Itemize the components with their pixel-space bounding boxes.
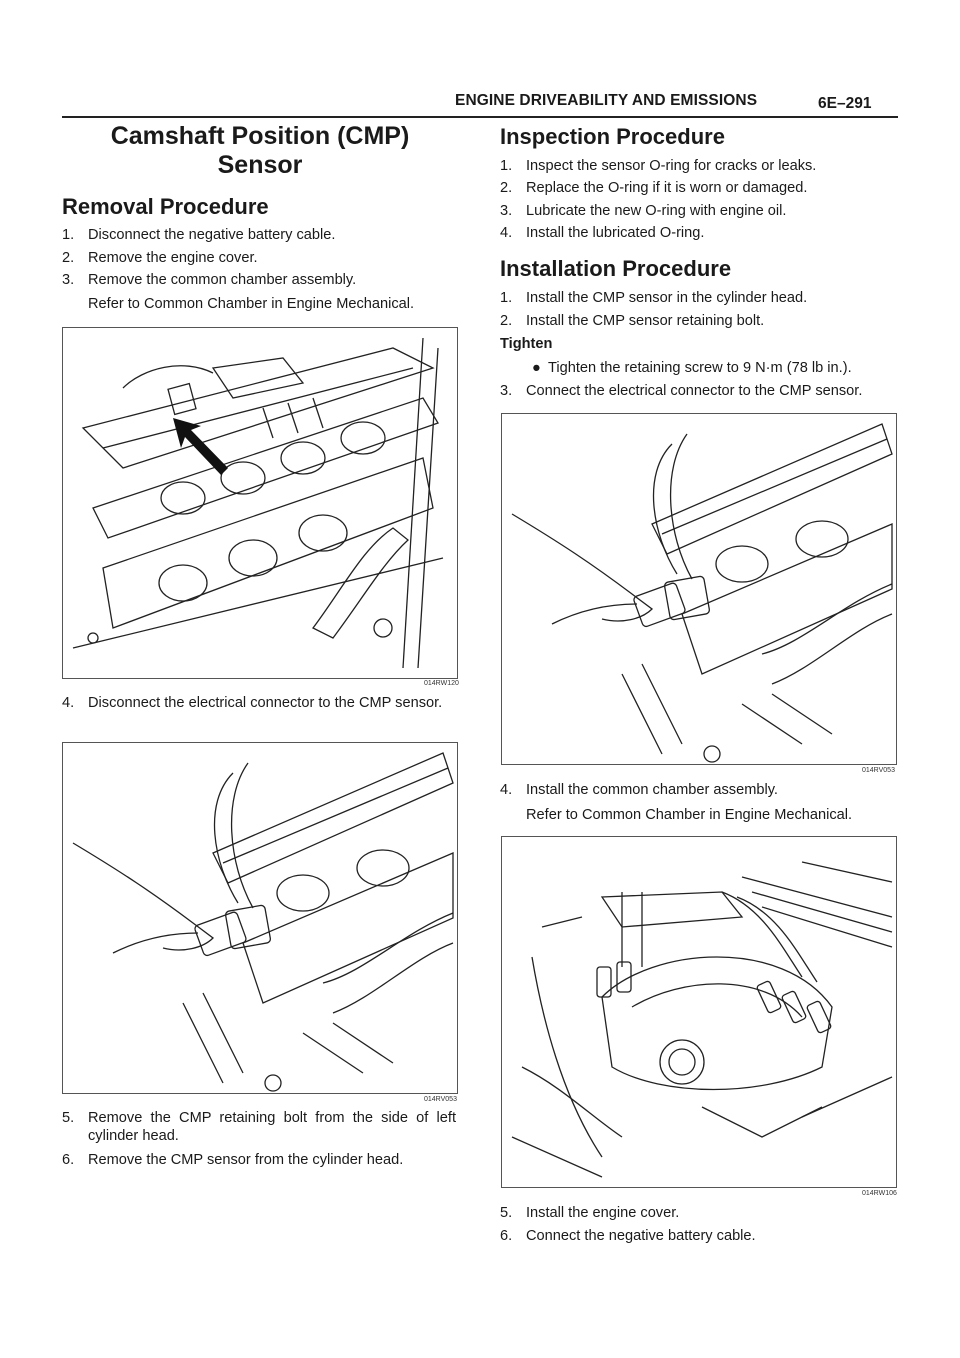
step-text: Inspect the sensor O-ring for cracks or …	[526, 158, 817, 174]
step-number: 3.	[500, 203, 513, 219]
step-number: 4.	[500, 225, 513, 241]
step-number: 2.	[500, 180, 513, 196]
step-number: 1.	[500, 158, 513, 174]
step-number: 3.	[500, 383, 513, 399]
section-title: Camshaft Position (CMP) Sensor	[62, 122, 458, 180]
step-text: Replace the O-ring if it is worn or dama…	[526, 180, 808, 196]
step-text: Remove the CMP sensor from the cylinder …	[88, 1152, 404, 1168]
installation-step-6: 6. Connect the negative battery cable.	[500, 1227, 756, 1245]
installation-step-2: 2. Install the CMP sensor retaining bolt.	[500, 312, 764, 330]
removal-step-2: 2. Remove the engine cover.	[62, 249, 258, 267]
step-text: Install the engine cover.	[526, 1205, 680, 1221]
tighten-spec-text: Tighten the retaining screw to 9 N·m (78…	[548, 360, 852, 376]
step-number: 4.	[62, 695, 75, 711]
figure-3-id: 014RV053	[862, 767, 895, 774]
figure-4-id: 014RW106	[862, 1190, 897, 1197]
removal-step-3: 3. Remove the common chamber assembly.	[62, 271, 356, 289]
step-number: 4.	[500, 782, 513, 798]
inspection-heading: Inspection Procedure	[500, 124, 725, 149]
step-text: Install the CMP sensor retaining bolt.	[526, 313, 765, 329]
step-text: Install the CMP sensor in the cylinder h…	[526, 290, 808, 306]
figure-2-id: 014RV053	[424, 1096, 457, 1103]
installation-step-3: 3. Connect the electrical connector to th…	[500, 382, 862, 400]
step-text: Disconnect the negative battery cable.	[88, 227, 336, 243]
figure-connector-removal	[62, 742, 458, 1094]
installation-heading: Installation Procedure	[500, 256, 732, 281]
page-number: 6E–291	[818, 95, 872, 112]
removal-step-1: 1. Disconnect the negative battery cable.	[62, 226, 335, 244]
common-chamber-illustration	[511, 861, 893, 1178]
step-number: 5.	[500, 1205, 513, 1221]
removal-step-5: 5. Remove the CMP retaining bolt from the…	[62, 1109, 456, 1145]
figure-connector-install	[501, 413, 897, 765]
running-header-title: ENGINE DRIVEABILITY AND EMISSIONS	[455, 92, 758, 109]
tighten-spec: ● Tighten the retaining screw to 9 N·m (7…	[532, 359, 852, 377]
removal-step-4: 4. Disconnect the electrical connector to…	[62, 694, 456, 712]
step-number: 1.	[500, 290, 513, 306]
figure-engine-top-view	[62, 327, 458, 679]
installation-step-5: 5. Install the engine cover.	[500, 1204, 679, 1222]
step-text: Install the lubricated O-ring.	[526, 225, 705, 241]
installation-step-1: 1. Install the CMP sensor in the cylinder…	[500, 289, 807, 307]
step-text: Install the common chamber assembly.	[526, 782, 778, 798]
header-rule	[62, 116, 898, 118]
figure-common-chamber	[501, 836, 897, 1188]
inspection-step-1: 1. Inspect the sensor O-ring for cracks o…	[500, 157, 816, 175]
bullet-icon: ●	[532, 360, 541, 376]
step-text: Disconnect the electrical connector to t…	[88, 695, 443, 711]
tighten-label: Tighten	[500, 336, 553, 352]
figure-1-id: 014RW120	[424, 680, 459, 687]
step-text: Connect the electrical connector to the …	[526, 383, 863, 399]
installation-step-4-note: Refer to Common Chamber in Engine Mechan…	[526, 807, 853, 823]
step-number: 6.	[500, 1228, 513, 1244]
inspection-step-4: 4. Install the lubricated O-ring.	[500, 224, 704, 242]
removal-step-6: 6. Remove the CMP sensor from the cylinde…	[62, 1151, 403, 1169]
step-text: Remove the CMP retaining bolt from the s…	[88, 1110, 456, 1144]
removal-step-3-note: Refer to Common Chamber in Engine Mechan…	[88, 296, 415, 312]
step-number: 5.	[62, 1110, 75, 1126]
installation-step-4: 4. Install the common chamber assembly.	[500, 781, 778, 799]
connector-install-illustration	[511, 423, 893, 763]
step-text: Lubricate the new O-ring with engine oil…	[526, 203, 787, 219]
step-text: Remove the common chamber assembly.	[88, 272, 357, 288]
connector-removal-illustration	[72, 752, 454, 1092]
step-number: 2.	[62, 250, 75, 266]
engine-top-illustration	[72, 337, 444, 669]
inspection-step-2: 2. Replace the O-ring if it is worn or da…	[500, 179, 807, 197]
section-title-line1: Camshaft Position (CMP)	[110, 122, 410, 150]
indicator-arrow	[173, 418, 228, 475]
step-number: 6.	[62, 1152, 75, 1168]
step-number: 2.	[500, 313, 513, 329]
step-number: 3.	[62, 272, 75, 288]
removal-heading: Removal Procedure	[62, 194, 269, 219]
step-text: Connect the negative battery cable.	[526, 1228, 756, 1244]
step-text: Remove the engine cover.	[88, 250, 258, 266]
inspection-step-3: 3. Lubricate the new O-ring with engine o…	[500, 202, 786, 220]
step-number: 1.	[62, 227, 75, 243]
section-title-line2: Sensor	[217, 151, 303, 179]
